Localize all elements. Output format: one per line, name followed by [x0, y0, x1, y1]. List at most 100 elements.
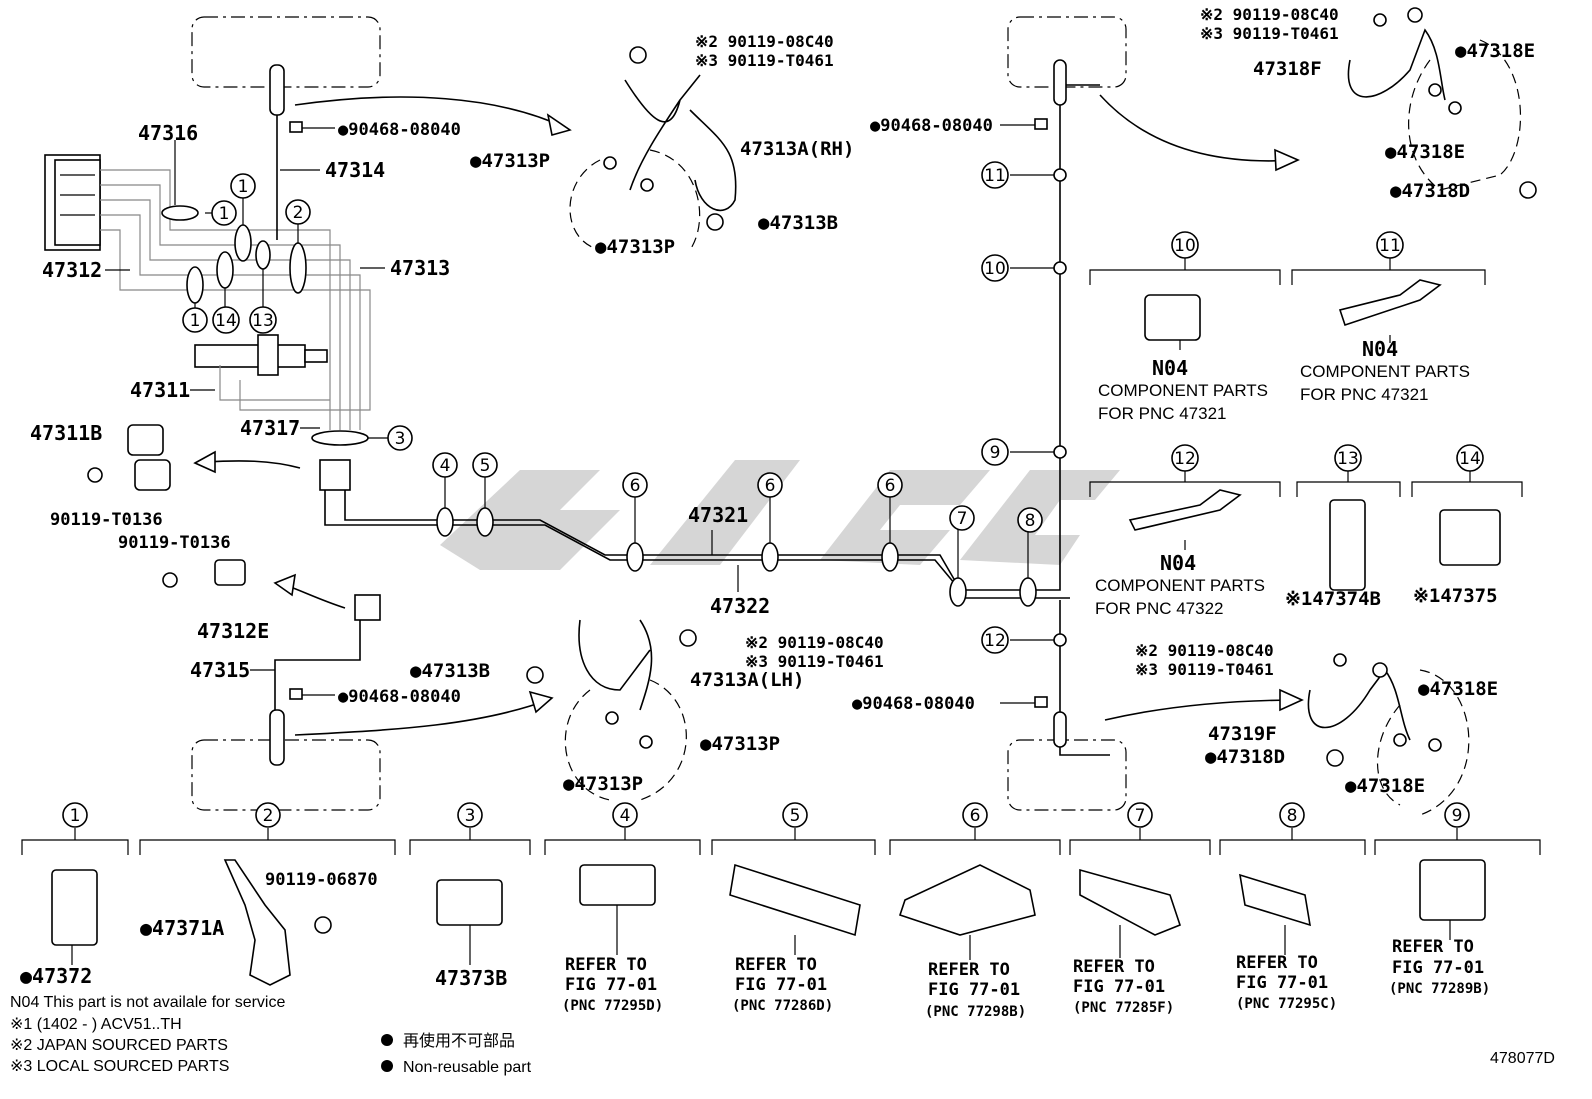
callout-1: [230, 173, 256, 199]
clamp-number: 1: [70, 806, 81, 826]
bottom-row-labels: 1 2 3 4 5 6 7 8 9 ●47372 ●47371A 90119-0…: [20, 806, 1490, 1020]
callout-12: [981, 626, 1009, 654]
rear-left-wheel-outline: [191, 739, 381, 811]
label-90119-T0136: 90119-T0136: [50, 510, 163, 530]
clamp-number: 4: [620, 806, 631, 826]
label-47317: 47317: [240, 416, 300, 440]
callout-label: 14: [215, 311, 237, 331]
callout-label: 2: [293, 203, 304, 223]
label-47313P: ●47313P: [595, 236, 675, 258]
callout-label: 6: [885, 476, 896, 496]
label-47315: 47315: [190, 658, 250, 682]
note-2: ※2 JAPAN SOURCED PARTS: [10, 1037, 228, 1054]
legend-dot-icon: [381, 1060, 393, 1072]
inset-labels: N04 COMPONENT PARTS FOR PNC 47321 N04 CO…: [1095, 337, 1498, 618]
callout-label: 5: [480, 456, 491, 476]
inset-12-desc2: FOR PNC 47322: [1095, 599, 1224, 618]
refer-to-label: REFER TO: [1392, 937, 1474, 957]
label-47313A-LH: 47313A(LH): [690, 669, 804, 691]
fig-label: FIG 77-01: [1392, 958, 1484, 978]
label-47318E: ●47318E: [1455, 40, 1535, 62]
clamp-number: 3: [465, 806, 476, 826]
callout-label: 6: [765, 476, 776, 496]
label-47321: 47321: [688, 503, 748, 527]
pnc-label: (PNC 77286D): [732, 998, 833, 1014]
note-n04: N04 This part is not availale for servic…: [10, 994, 285, 1011]
note-1: ※1 (1402 - ) ACV51..TH: [10, 1016, 182, 1033]
callout-7: [949, 505, 975, 531]
label-47373B: 47373B: [435, 966, 507, 990]
label-90119-T0136: 90119-T0136: [118, 533, 231, 553]
callout-10: [981, 254, 1009, 282]
actuator-unit: [44, 154, 328, 376]
callout-6: [757, 472, 783, 498]
inset-number: 10: [1174, 236, 1196, 256]
callout-label: 3: [395, 429, 406, 449]
callout-5: [472, 452, 498, 478]
watermark-logo: [440, 460, 1120, 570]
label-47311B: 47311B: [30, 421, 102, 445]
clamp-number: 8: [1287, 806, 1298, 826]
refer-to-label: REFER TO: [1073, 957, 1155, 977]
front-right-wheel-outline: [1007, 16, 1127, 88]
inset-number: 14: [1459, 449, 1481, 469]
pnc-label: (PNC 77298B): [925, 1004, 1026, 1020]
label-90119-06870: 90119-06870: [265, 870, 378, 890]
bottom-leader-lines: [469, 905, 1451, 965]
note-3: ※3 LOCAL SOURCED PARTS: [10, 1058, 229, 1075]
label-rl-bolt-local: ※3 90119-T0461: [1135, 660, 1274, 679]
label-47312: 47312: [42, 258, 102, 282]
clamp-number: 5: [790, 806, 801, 826]
callout-label: 7: [957, 509, 968, 529]
callout-circles: 1 1 1 2 14 13 3 4 5 6 6 6 7 8 9 10 11 12: [182, 161, 1054, 654]
callout-13: [249, 306, 277, 334]
label-47314: 47314: [325, 158, 385, 182]
label-47313A-RH: 47313A(RH): [740, 138, 854, 160]
inset-12-desc1: COMPONENT PARTS: [1095, 576, 1265, 595]
label-lh-bolt-jp: ※2 90119-08C40: [745, 633, 884, 652]
callout-label: 10: [984, 259, 1006, 279]
callout-2: [285, 199, 311, 225]
clamp-number: 7: [1135, 806, 1146, 826]
label-47313P: ●47313P: [700, 733, 780, 755]
label-47313: 47313: [390, 256, 450, 280]
inset-11-desc1: COMPONENT PARTS: [1300, 362, 1470, 381]
label-47318D: ●47318D: [1205, 746, 1285, 768]
legend-japanese: 再使用不可部品: [403, 1032, 515, 1050]
callout-label: 9: [990, 443, 1001, 463]
label-47318D: ●47318D: [1390, 180, 1470, 202]
callout-14: [212, 306, 240, 334]
clamp-number: 6: [970, 806, 981, 826]
inset-10-desc1: COMPONENT PARTS: [1098, 381, 1268, 400]
callout-1: [182, 307, 208, 333]
callout-6: [877, 472, 903, 498]
inset-number: 11: [1379, 236, 1401, 256]
label-90468-08040: ●90468-08040: [338, 120, 461, 140]
inset-brackets: 10 11 12 13 14: [1089, 231, 1523, 591]
refer-to-label: REFER TO: [735, 955, 817, 975]
callout-6: [622, 472, 648, 498]
callout-label: 1: [190, 311, 201, 331]
pnc-label: (PNC 77295C): [1236, 996, 1337, 1012]
label-47319F: 47319F: [1208, 723, 1277, 745]
bottom-clamp-brackets: [21, 802, 1541, 986]
label-rr-bolt-jp: ※2 90119-08C40: [1200, 5, 1339, 24]
direction-arrows: [193, 94, 1304, 736]
inset-number: 12: [1174, 449, 1196, 469]
part-labels: 47316 47314 47312 47313 47311 47317 4731…: [30, 5, 1535, 797]
leader-lines: [105, 118, 1048, 708]
label-47372: ●47372: [20, 964, 92, 988]
label-47318E: ●47318E: [1345, 775, 1425, 797]
fig-label: FIG 77-01: [928, 980, 1020, 1000]
callout-label: 8: [1025, 511, 1036, 531]
refer-to-label: REFER TO: [565, 955, 647, 975]
callout-3: [387, 425, 413, 451]
inset-number: 13: [1337, 449, 1359, 469]
label-47322: 47322: [710, 594, 770, 618]
label-lh-bolt-local: ※3 90119-T0461: [745, 652, 884, 671]
line-clamps: [161, 168, 1067, 647]
fig-label: FIG 77-01: [735, 975, 827, 995]
clamp-number: 2: [263, 806, 274, 826]
